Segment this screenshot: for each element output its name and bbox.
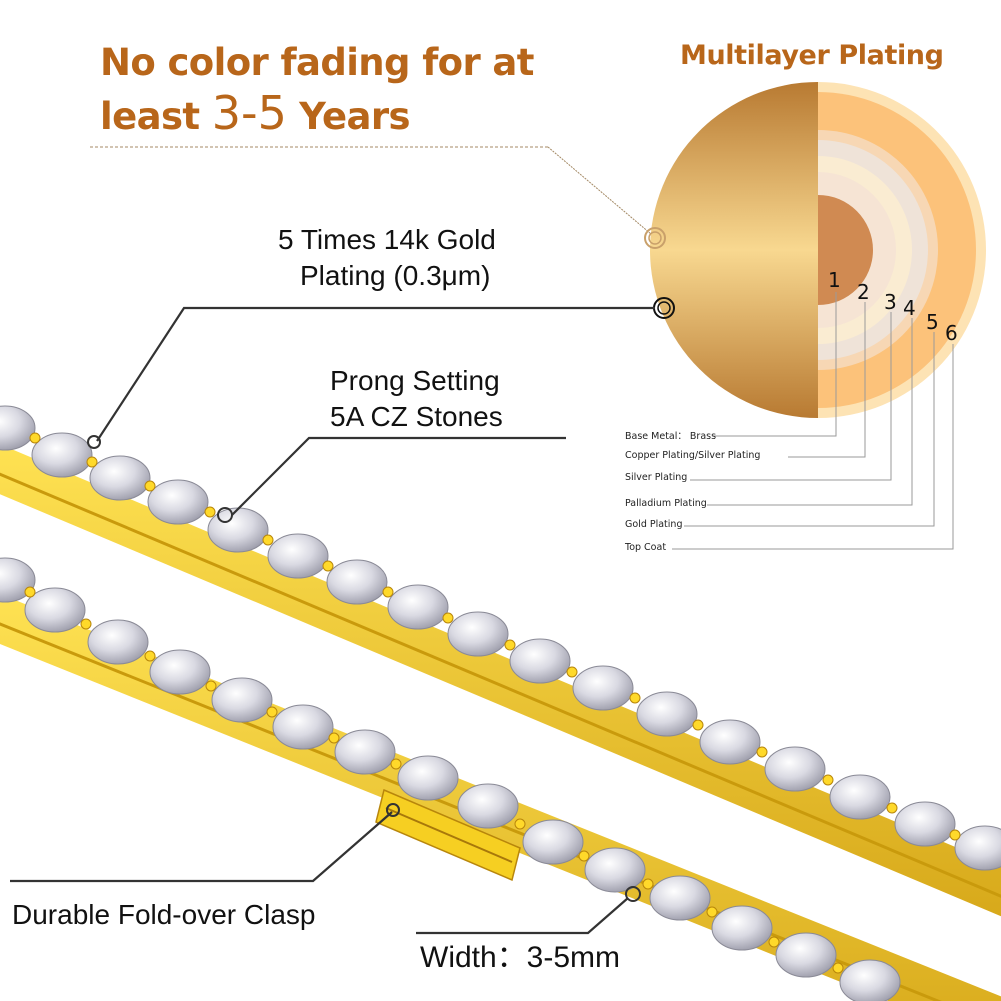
stones-lower xyxy=(0,557,901,1001)
headline-leader-line xyxy=(547,146,652,235)
layer-leader-lines xyxy=(672,292,954,550)
surface-target-marker xyxy=(644,227,666,249)
layer-number-3: 3 xyxy=(884,290,897,314)
stones-upper xyxy=(0,405,1001,871)
clasp-callout: Durable Fold-over Clasp xyxy=(12,899,316,930)
layer-label-base-metal: Base Metal： Brass xyxy=(625,431,717,442)
width-callout: Width：3-5mm xyxy=(420,941,621,974)
layer-label-palladium-plating: Palladium Plating xyxy=(625,498,707,509)
plating-disc xyxy=(650,82,818,418)
callout-leader-lines xyxy=(10,306,655,935)
headline: No color fading for at least 3-5 Years xyxy=(100,38,534,142)
headline-line-1: No color fading for at xyxy=(100,41,534,84)
years-highlight: 3-5 xyxy=(211,86,287,140)
callout-target-markers xyxy=(87,435,641,902)
layer-number-1: 1 xyxy=(828,268,841,292)
fold-over-clasp xyxy=(375,788,521,882)
layer-number-6: 6 xyxy=(945,321,958,345)
plating-diagram-title: Multilayer Plating xyxy=(680,40,944,71)
layer-label-silver-plating: Silver Plating xyxy=(625,472,688,483)
prongs xyxy=(24,432,961,974)
chain-upper xyxy=(0,444,1001,917)
plating-cross-section xyxy=(818,82,986,418)
gold-plating-callout: 5 Times 14k Gold Plating (0.3μm) xyxy=(278,224,496,291)
layer-label-gold-plating: Gold Plating xyxy=(625,519,683,530)
headline-line-2: least 3-5 Years xyxy=(100,86,411,140)
layer-number-4: 4 xyxy=(903,296,916,320)
layer-label-copper-plating: Copper Plating/Silver Plating xyxy=(625,450,761,461)
layer-number-2: 2 xyxy=(857,280,870,304)
layer-label-top-coat: Top Coat xyxy=(625,542,667,553)
prong-setting-callout: Prong Setting 5A CZ Stones xyxy=(330,365,503,432)
layer-number-5: 5 xyxy=(926,310,939,334)
